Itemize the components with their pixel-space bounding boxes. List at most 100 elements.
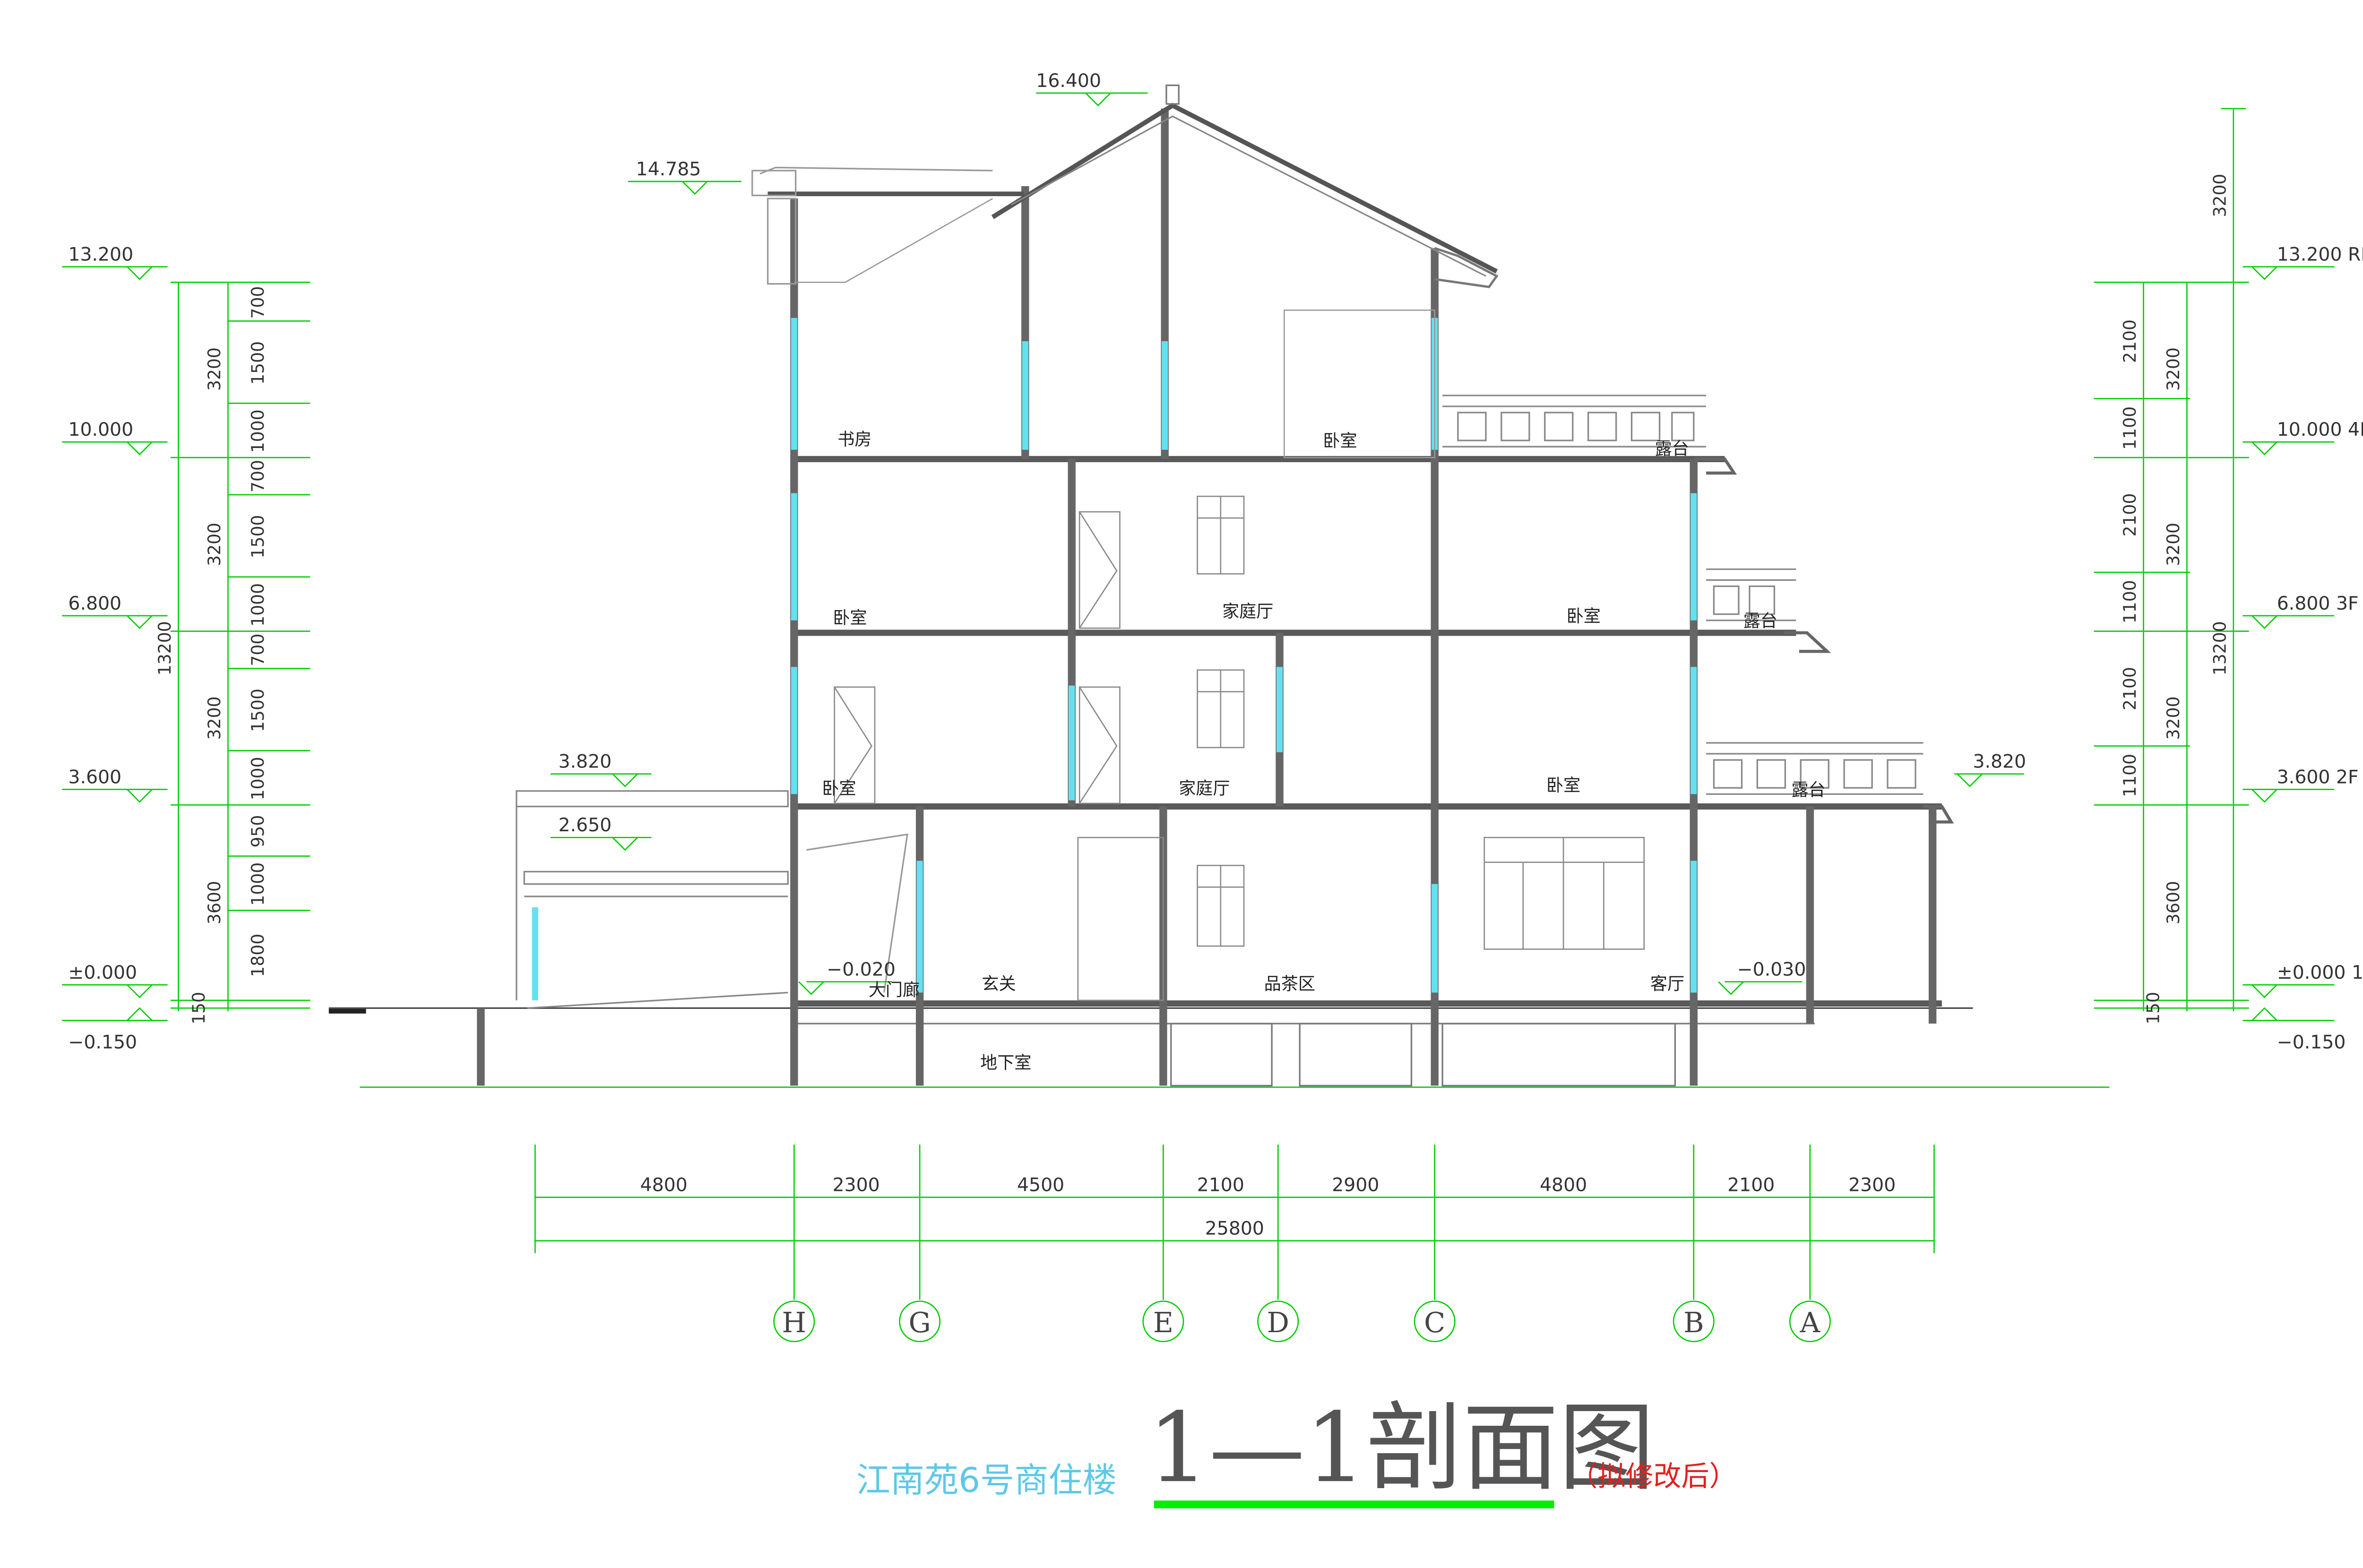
dim-text: 3600 [204, 881, 224, 924]
project-name: 江南苑6号商住楼 [856, 1461, 1117, 1500]
dim-text: 1100 [2120, 406, 2140, 450]
room-label: 客厅 [1650, 974, 1684, 994]
axis-bubble [773, 1301, 815, 1343]
revision-note: （拟修改后） [1570, 1460, 1737, 1492]
room-labels: 书房 卧室 露台 卧室 家庭厅 卧室 露台 卧室 家庭厅 卧室 露台 大门廊 玄… [822, 429, 1825, 1073]
dim-text: 2100 [2120, 493, 2140, 537]
bay-total: 25800 [1205, 1217, 1264, 1239]
axis-label: G [909, 1306, 931, 1339]
axis-bubble [1789, 1301, 1831, 1343]
level-label: 6.800 [68, 593, 121, 614]
axis-bubble [1257, 1301, 1299, 1343]
building-level-labels: 16.400 14.785 3.820 2.650 3.820 −0.020 −… [558, 70, 2026, 981]
axis-markers [773, 1301, 1831, 1343]
floor-level: −0.030 [1737, 958, 1806, 980]
ridge-level: 16.400 [1036, 70, 1101, 92]
dim-text: 3200 [2163, 347, 2183, 391]
dim-text: 1100 [2120, 580, 2140, 623]
eave-level: 14.785 [636, 158, 701, 180]
dim-text: 3200 [204, 347, 224, 391]
level-label: 3.600 2F [2277, 766, 2359, 788]
dim-text: 3200 [204, 523, 224, 566]
bay-dimension-texts: 4800 2300 4500 2100 2900 4800 2100 2300 … [640, 1174, 1896, 1239]
canopy-level: 3.820 [558, 751, 612, 773]
dim-text: 3200 [2163, 523, 2183, 566]
room-label: 家庭厅 [1222, 601, 1273, 621]
title-block: 江南苑6号商住楼 1—1剖面图 （拟修改后） [856, 1392, 1737, 1508]
dim-text: 2100 [2120, 667, 2140, 710]
level-label: −0.150 [2277, 1032, 2346, 1053]
dim-text: 1500 [248, 515, 268, 559]
room-label: 卧室 [1323, 431, 1357, 451]
level-label: 6.800 3F [2277, 593, 2359, 614]
terraces [1442, 395, 1954, 824]
bay-dim: 4800 [1540, 1174, 1587, 1196]
room-label: 书房 [837, 429, 871, 449]
level-label: 13.200 RF [2277, 243, 2363, 265]
left-elevation-labels: 13.200 10.000 6.800 3.600 ±0.000 −0.150 [68, 243, 137, 1053]
roof [751, 84, 1499, 458]
room-label: 大门廊 [869, 980, 920, 1000]
bay-dim: 4800 [640, 1174, 688, 1196]
axis-bubble [899, 1301, 941, 1343]
dim-text: 1000 [248, 862, 268, 906]
windows [1197, 495, 1645, 950]
dim-text: 1000 [248, 409, 268, 453]
walls [477, 108, 1937, 1086]
dim-text: 1000 [248, 757, 268, 801]
dim-text: 1100 [2120, 754, 2140, 797]
horizontal-dimensions [534, 1145, 1935, 1300]
axis-label: D [1267, 1306, 1289, 1339]
dim-text: 3600 [2163, 881, 2183, 924]
dim-text: 700 [248, 460, 268, 492]
dim-text: 1500 [248, 689, 268, 732]
room-label: 玄关 [982, 974, 1016, 994]
dim-text: 1000 [248, 583, 268, 627]
dim-text: 950 [248, 815, 268, 848]
building-section [328, 84, 2110, 1088]
level-label: ±0.000 1F [2277, 962, 2363, 983]
axis-label: A [1800, 1306, 1821, 1339]
axis-label: E [1153, 1306, 1173, 1339]
dim-text: 150 [2143, 992, 2163, 1025]
eave-ornament [751, 170, 797, 197]
level-label: ±0.000 [68, 962, 137, 983]
room-label: 卧室 [822, 778, 856, 798]
level-label: 10.000 4F [2277, 419, 2363, 440]
right-elevation-labels: 13.200 RF 10.000 4F 6.800 3F 3.600 2F ±0… [2277, 243, 2363, 1053]
dim-text: 700 [248, 634, 268, 666]
dim-text: 3200 [204, 697, 224, 740]
dim-text: 3200 [2209, 174, 2230, 217]
dim-text: 13200 [155, 621, 175, 675]
floor-level: −0.020 [827, 958, 896, 980]
bay-dim: 2100 [1727, 1174, 1775, 1196]
axis-bubble [1142, 1301, 1184, 1343]
dim-text: 2100 [2120, 319, 2140, 363]
left-dimension-texts: 3200 3200 3200 3600 150 13200 700 1500 1… [155, 286, 268, 1025]
axis-bubble [1414, 1301, 1456, 1343]
right-dimension-texts: 3200 3200 3200 3200 3600 150 13200 2100 … [2120, 174, 2230, 1025]
level-label: −0.150 [68, 1032, 137, 1053]
right-elevation-scale [2094, 108, 2335, 1021]
doors [834, 511, 1164, 1001]
room-label: 卧室 [833, 607, 867, 628]
axis-labels: H G E D C B A [782, 1306, 1821, 1339]
bay-dim: 2100 [1197, 1174, 1244, 1196]
dim-text: 3200 [2163, 697, 2183, 740]
room-label: 家庭厅 [1179, 778, 1230, 798]
left-elevation-scale [62, 266, 310, 1021]
axis-label: H [782, 1306, 807, 1339]
bay-dim: 2300 [832, 1174, 880, 1196]
canopy-level: 3.820 [1973, 751, 2027, 773]
room-label: 卧室 [1546, 775, 1580, 795]
axis-label: B [1683, 1306, 1704, 1339]
entry-canopy [516, 790, 908, 1009]
building-level-markers [551, 92, 2024, 995]
axis-label: C [1424, 1306, 1445, 1339]
room-label: 露台 [1743, 611, 1777, 631]
room-label: 地下室 [980, 1052, 1031, 1073]
glazing [532, 318, 1697, 1000]
room-label: 露台 [1792, 780, 1826, 800]
level-label: 10.000 [68, 419, 133, 440]
room-label: 品茶区 [1264, 974, 1315, 994]
